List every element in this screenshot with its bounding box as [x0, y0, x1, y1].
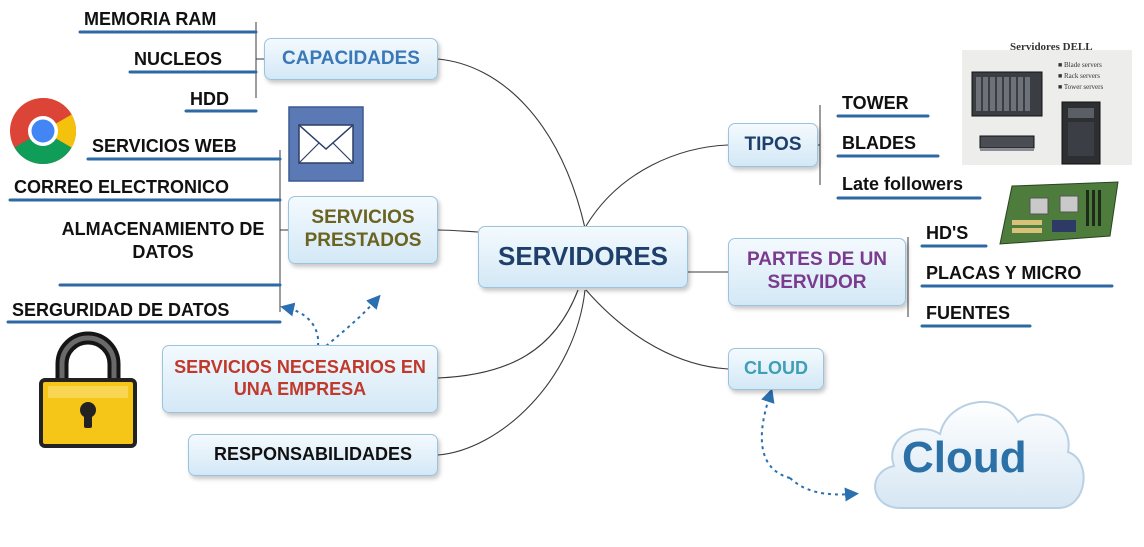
leaf-memoria-ram[interactable]: MEMORIA RAM	[84, 9, 217, 29]
leaf-late-followers[interactable]: Late followers	[842, 174, 964, 194]
dashed-arrow-1	[280, 302, 320, 347]
dashed-arrow-4	[789, 477, 859, 502]
bracket-capacidades	[255, 22, 264, 98]
branch-responsabilidades-label: RESPONSABILIDADES	[213, 444, 413, 465]
leaf-correo-electronico[interactable]: CORREO ELECTRONICO	[14, 177, 230, 197]
dell-image-title: Servidores DELL	[1010, 41, 1093, 53]
branch-partes-label: PARTES DE UN SERVIDOR	[746, 249, 888, 293]
branch-responsabilidades[interactable]: RESPONSABILIDADES	[188, 434, 438, 476]
branch-servicios-necesarios-label: SERVICIOS NECESARIOS EN UNA EMPRESA	[174, 357, 426, 399]
bracket-servicios	[279, 150, 288, 312]
leaf-nucleos[interactable]: NUCLEOS	[134, 49, 223, 69]
padlock-icon	[38, 330, 138, 450]
chrome-icon	[10, 97, 77, 165]
dell-image-list: ■ Blade servers ■ Rack servers ■ Tower s…	[1058, 60, 1103, 93]
central-topic-label: SERVIDORES	[497, 241, 668, 272]
connector-responsabilidades	[437, 289, 586, 456]
mail-icon	[288, 106, 364, 182]
dell-list-item: ■ Rack servers	[1058, 72, 1100, 80]
branch-capacidades[interactable]: CAPACIDADES	[264, 38, 438, 80]
leaf-servicios-web[interactable]: SERVICIOS WEB	[92, 136, 237, 156]
leaf-tower[interactable]: TOWER	[842, 93, 909, 113]
dashed-arrow-2	[325, 294, 381, 347]
central-topic-servidores[interactable]: SERVIDORES	[478, 226, 688, 288]
branch-cloud-label: CLOUD	[744, 358, 808, 379]
branch-servicios-prestados[interactable]: SERVICIOS PRESTADOS	[288, 196, 438, 264]
dell-list-item: ■ Blade servers	[1058, 61, 1102, 69]
dell-servers-image: Servidores DELL ■ Blade servers ■ Rack s…	[962, 41, 1132, 165]
server-hardware-graphic	[971, 71, 1101, 165]
leaf-blades[interactable]: BLADES	[842, 133, 917, 153]
leaf-almacenamiento-de-datos[interactable]: ALMACENAMIENTO DE DATOS	[61, 219, 265, 263]
branch-servicios-necesarios[interactable]: SERVICIOS NECESARIOS EN UNA EMPRESA	[162, 345, 438, 413]
connector-servicios-necesarios	[437, 289, 579, 379]
leaf-hds[interactable]: HD'S	[926, 223, 969, 243]
dashed-arrow-3	[760, 388, 791, 479]
cloud-graphic: Cloud	[874, 400, 1085, 509]
branch-capacidades-label: CAPACIDADES	[282, 47, 420, 69]
leaf-seguridad-de-datos[interactable]: SERGURIDAD DE DATOS	[12, 300, 230, 320]
connector-servicios-prestados	[437, 229, 479, 233]
connector-tipos	[585, 144, 729, 227]
leaf-hdd[interactable]: HDD	[190, 89, 229, 109]
branch-servicios-prestados-label: SERVICIOS PRESTADOS	[304, 207, 422, 251]
leaf-placas-y-micro[interactable]: PLACAS Y MICRO	[926, 263, 1082, 283]
branch-tipos[interactable]: TIPOS	[728, 123, 818, 167]
branch-tipos-label: TIPOS	[744, 133, 802, 155]
branch-cloud[interactable]: CLOUD	[728, 348, 824, 390]
dell-list-item: ■ Tower servers	[1058, 83, 1104, 91]
connector-cloud	[585, 289, 729, 370]
connector-capacidades	[437, 58, 586, 229]
cloud-graphic-text: Cloud	[902, 433, 1027, 482]
branch-partes-de-un-servidor[interactable]: PARTES DE UN SERVIDOR	[728, 238, 906, 306]
leaf-fuentes[interactable]: FUENTES	[926, 303, 1011, 323]
motherboard-image	[999, 181, 1119, 245]
